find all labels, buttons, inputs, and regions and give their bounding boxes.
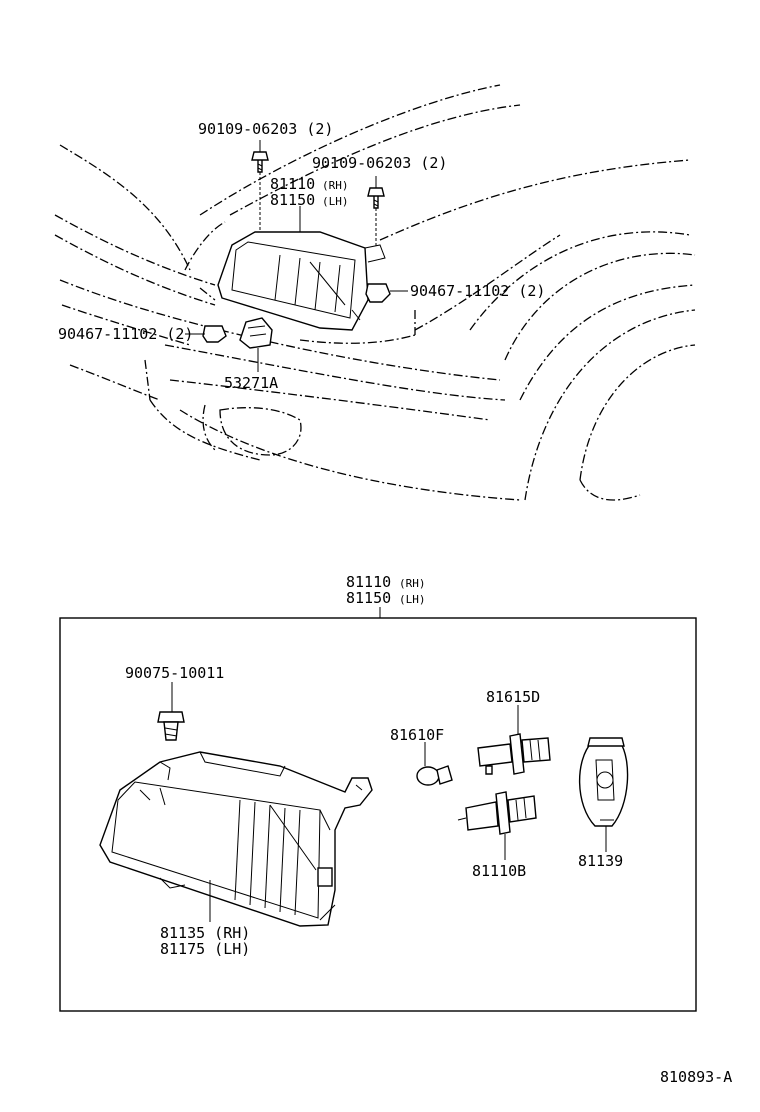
bolt-right-label: 90109-06203 (2) (312, 154, 447, 172)
detail-frame (59, 617, 697, 1012)
bulb-81615d-label: 81615D (486, 688, 540, 706)
bulb-81615d-icon (477, 733, 551, 775)
assy-detail-rh-number: 81110 (346, 573, 391, 591)
bulb-81110b-label: 81110B (472, 862, 526, 880)
assy-detail-lh-number: 81150 (346, 589, 391, 607)
bolt-left-label: 90109-06203 (2) (198, 120, 333, 138)
headlamp-installed (217, 231, 386, 331)
unit-rh-label: 81135 (RH) (160, 924, 250, 942)
bulb-81610f-icon (416, 765, 453, 786)
diagram-id: 810893-A (660, 1068, 732, 1086)
assy-top-lh-side: (LH) (322, 195, 349, 208)
bolt-top-right-icon (367, 187, 385, 209)
vehicle-body-outline (54, 84, 696, 501)
nut-right-label: 90467-11102 (2) (410, 282, 545, 300)
assy-detail-lh-side: (LH) (399, 593, 426, 606)
nut-right-icon (365, 283, 391, 303)
nut-left-icon (202, 325, 227, 343)
cover-81139-icon (578, 737, 629, 827)
bracket-53271a-icon (239, 317, 273, 349)
bolt-top-left-icon (251, 151, 269, 173)
assy-detail-rh-side: (RH) (399, 577, 426, 590)
bracket-label: 53271A (224, 374, 278, 392)
leader-lines-top (185, 140, 408, 372)
screw-90075-icon (157, 711, 185, 741)
bulb-81610f-label: 81610F (390, 726, 444, 744)
assy-top-lh-number: 81150 (270, 191, 315, 209)
cover-label: 81139 (578, 852, 623, 870)
assy-top-rh-number: 81110 (270, 175, 315, 193)
screw-label: 90075-10011 (125, 664, 224, 682)
headlamp-unit-icon (99, 751, 373, 927)
bulb-81110b-icon (457, 791, 537, 835)
unit-lh-label: 81175 (LH) (160, 940, 250, 958)
nut-left-label: 90467-11102 (2) (58, 325, 193, 343)
assy-top-rh-side: (RH) (322, 179, 349, 192)
